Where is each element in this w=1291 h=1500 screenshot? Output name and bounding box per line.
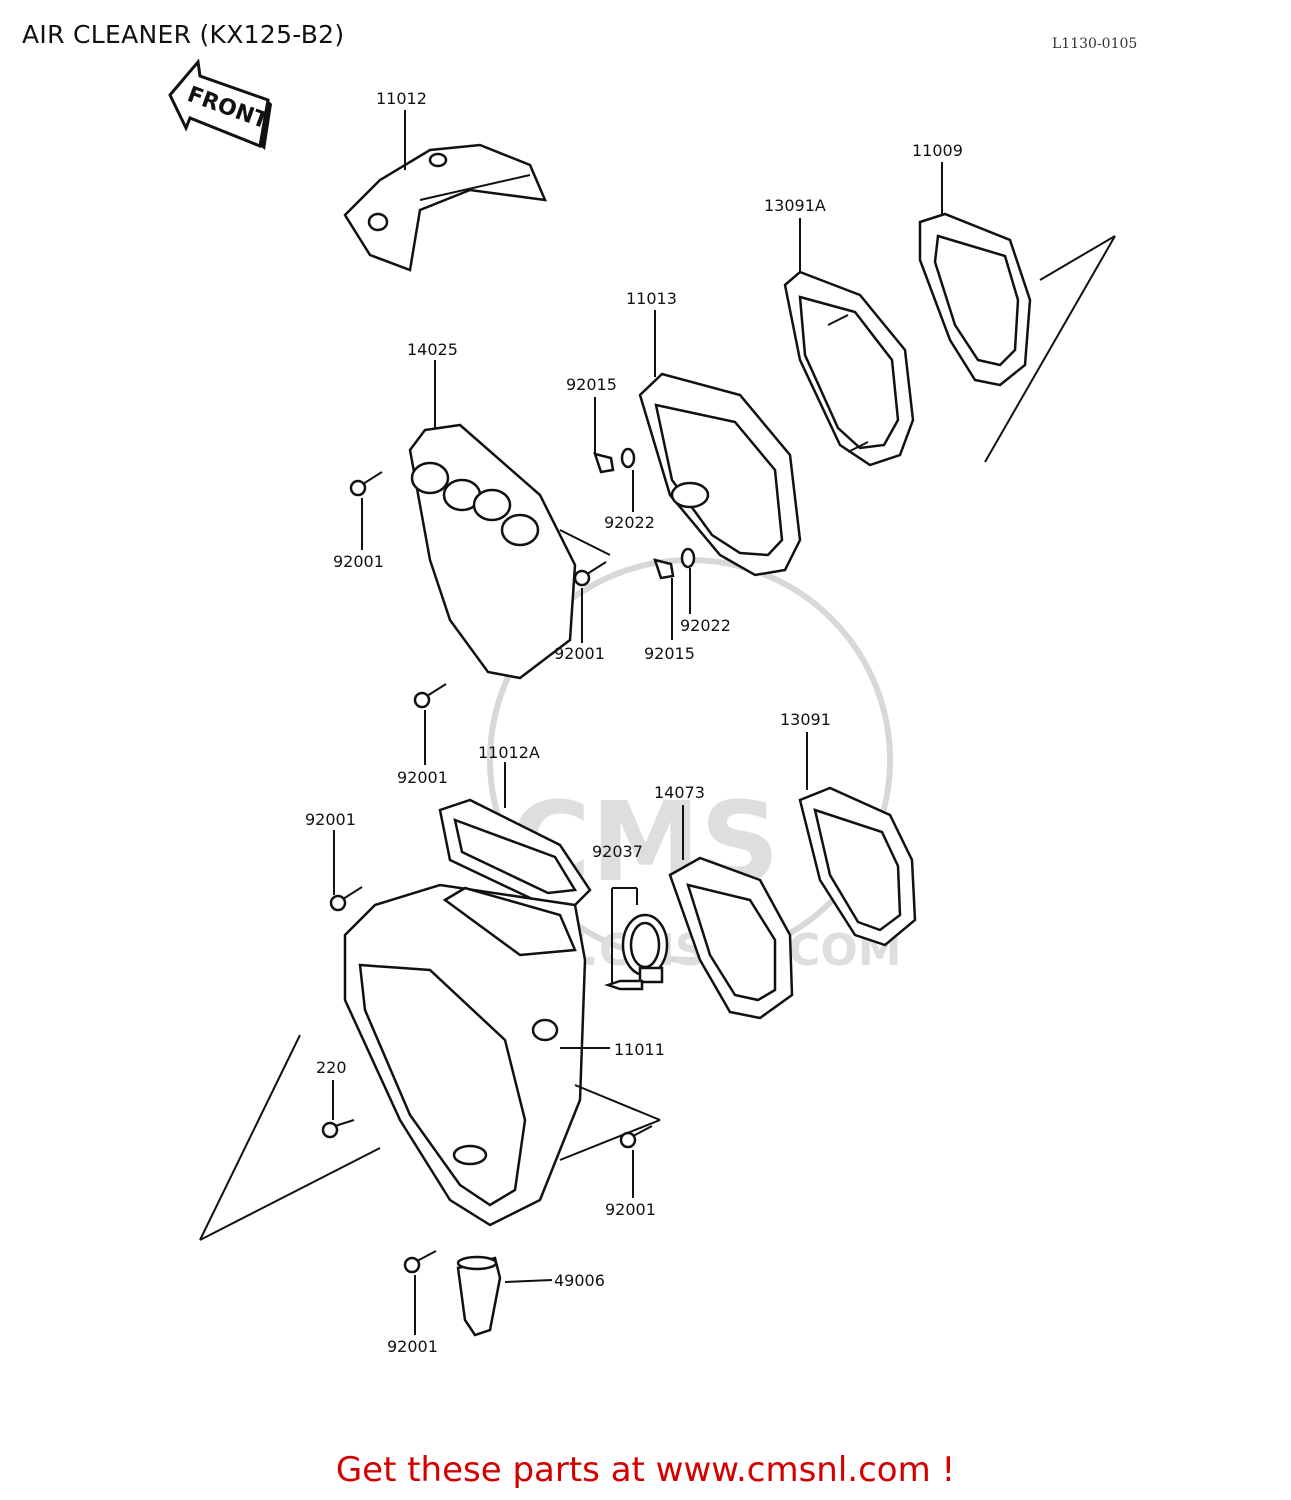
part-11013-element	[638, 372, 802, 577]
part-label[interactable]: 92001	[397, 768, 448, 787]
page-title: AIR CLEANER (KX125-B2)	[22, 20, 345, 49]
part-label[interactable]: 11012	[376, 89, 427, 108]
wing-nut-icon	[593, 452, 615, 474]
washer-icon	[620, 447, 636, 469]
screw-icon	[349, 471, 383, 497]
screw-icon	[619, 1125, 653, 1149]
part-label[interactable]: 13091	[780, 710, 831, 729]
footer-link[interactable]: Get these parts at www.cmsnl.com !	[335, 1450, 956, 1490]
part-label[interactable]: 13091A	[764, 196, 826, 215]
front-arrow-icon: FRONT	[168, 58, 272, 150]
wing-nut-icon	[653, 558, 675, 580]
screw-icon	[403, 1250, 437, 1274]
part-14025-plate	[408, 423, 611, 680]
screw-icons	[321, 447, 696, 1274]
part-13091A-gasket	[783, 270, 915, 467]
part-13091-gasket	[798, 786, 917, 947]
part-label[interactable]: 92022	[680, 616, 731, 635]
part-11012-cover	[343, 143, 548, 272]
part-labels: 11012 11009 13091A 11013 14025 92015 920…	[305, 89, 963, 1356]
part-14073-duct	[668, 856, 794, 1020]
part-92037-clamp	[604, 887, 669, 991]
part-label[interactable]: 92001	[605, 1200, 656, 1219]
part-label[interactable]: 92001	[387, 1337, 438, 1356]
part-label[interactable]: 14025	[407, 340, 458, 359]
diagram-code: L1130-0105	[1052, 36, 1138, 52]
part-label[interactable]: 92001	[333, 552, 384, 571]
washer-icon	[680, 547, 696, 569]
part-label[interactable]: 49006	[554, 1271, 605, 1290]
part-label[interactable]: 220	[316, 1058, 347, 1077]
part-label[interactable]: 11009	[912, 141, 963, 160]
part-label[interactable]: 92001	[554, 644, 605, 663]
part-11012A-seal	[438, 798, 592, 907]
screw-icon	[329, 886, 363, 912]
part-label[interactable]: 92015	[644, 644, 695, 663]
part-11011-case	[199, 883, 661, 1241]
part-label[interactable]: 92001	[305, 810, 356, 829]
part-label[interactable]: 92037	[592, 842, 643, 861]
leader-lines	[332, 110, 943, 1335]
exploded-view-diagram: CMS WWW.CMSNL.COM FRONT	[168, 58, 1116, 1356]
part-49006-drain	[456, 1255, 553, 1337]
part-11009-gasket	[918, 212, 1116, 463]
part-label[interactable]: 92022	[604, 513, 655, 532]
part-label[interactable]: 11012A	[478, 743, 540, 762]
part-label[interactable]: 14073	[654, 783, 705, 802]
screw-icon	[573, 561, 607, 587]
part-label[interactable]: 11013	[626, 289, 677, 308]
screw-icon	[413, 683, 447, 709]
part-label[interactable]: 11011	[614, 1040, 665, 1059]
screw-icon	[321, 1119, 355, 1139]
part-label[interactable]: 92015	[566, 375, 617, 394]
footer-promo: Get these parts at www.cmsnl.com !	[0, 1450, 1291, 1490]
